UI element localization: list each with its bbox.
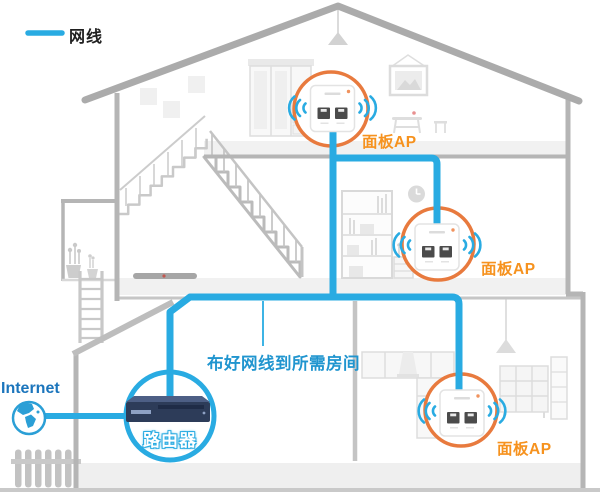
legend-label: 网线 bbox=[69, 29, 104, 46]
garden-fence bbox=[11, 449, 81, 488]
picture-frame bbox=[388, 54, 429, 97]
internet-label: Internet bbox=[1, 380, 60, 397]
staircase-main bbox=[202, 130, 304, 279]
wall-clock bbox=[408, 185, 425, 203]
cable-routing-annotation: 布好网线到所需房间 bbox=[207, 355, 360, 373]
kitchen-pendant-lamp bbox=[496, 299, 516, 353]
ap-label-ground-floor: 面板AP bbox=[497, 441, 552, 458]
attic-table bbox=[392, 111, 447, 134]
globe-icon bbox=[11, 400, 47, 436]
ap-label-second-floor: 面板AP bbox=[481, 261, 536, 278]
network-cable-lines bbox=[44, 122, 463, 419]
potted-plants bbox=[66, 242, 98, 278]
staircase-upper bbox=[117, 115, 208, 216]
ap-label-attic: 面板AP bbox=[362, 134, 417, 151]
router-device-image bbox=[126, 396, 210, 422]
attic-pendant-lamp bbox=[328, 9, 348, 45]
router-label: 路由器 bbox=[143, 431, 197, 450]
ladder bbox=[78, 271, 104, 343]
floor-board bbox=[133, 273, 197, 279]
bookshelf bbox=[341, 190, 393, 279]
